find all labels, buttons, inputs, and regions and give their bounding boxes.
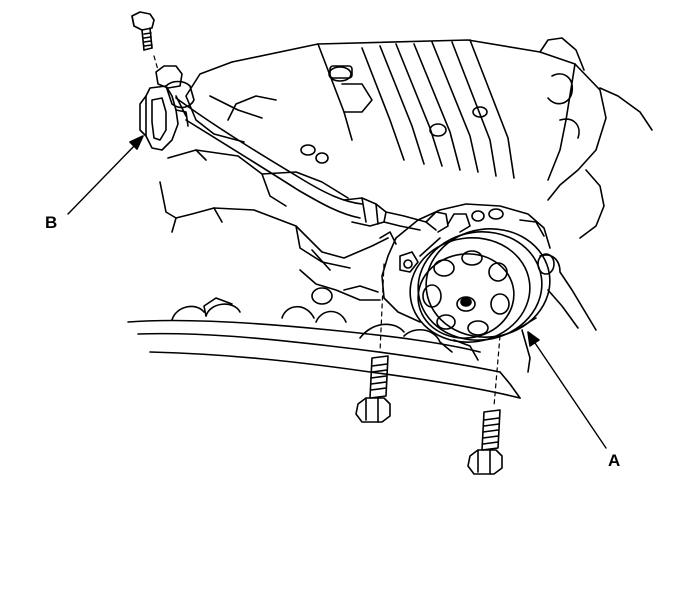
upper-bolt (131, 11, 159, 71)
subframe (127, 297, 531, 399)
callout-label-a: A (608, 451, 621, 470)
bracket-b (139, 65, 189, 151)
hose-line (165, 80, 437, 231)
leader-a (527, 331, 607, 449)
engine-block (159, 37, 653, 305)
leader-b (67, 135, 144, 215)
compressor-a (379, 203, 597, 343)
callout-label-b: B (45, 213, 58, 232)
lower-bolt-right (467, 335, 503, 475)
lower-bolt-left (355, 263, 391, 423)
